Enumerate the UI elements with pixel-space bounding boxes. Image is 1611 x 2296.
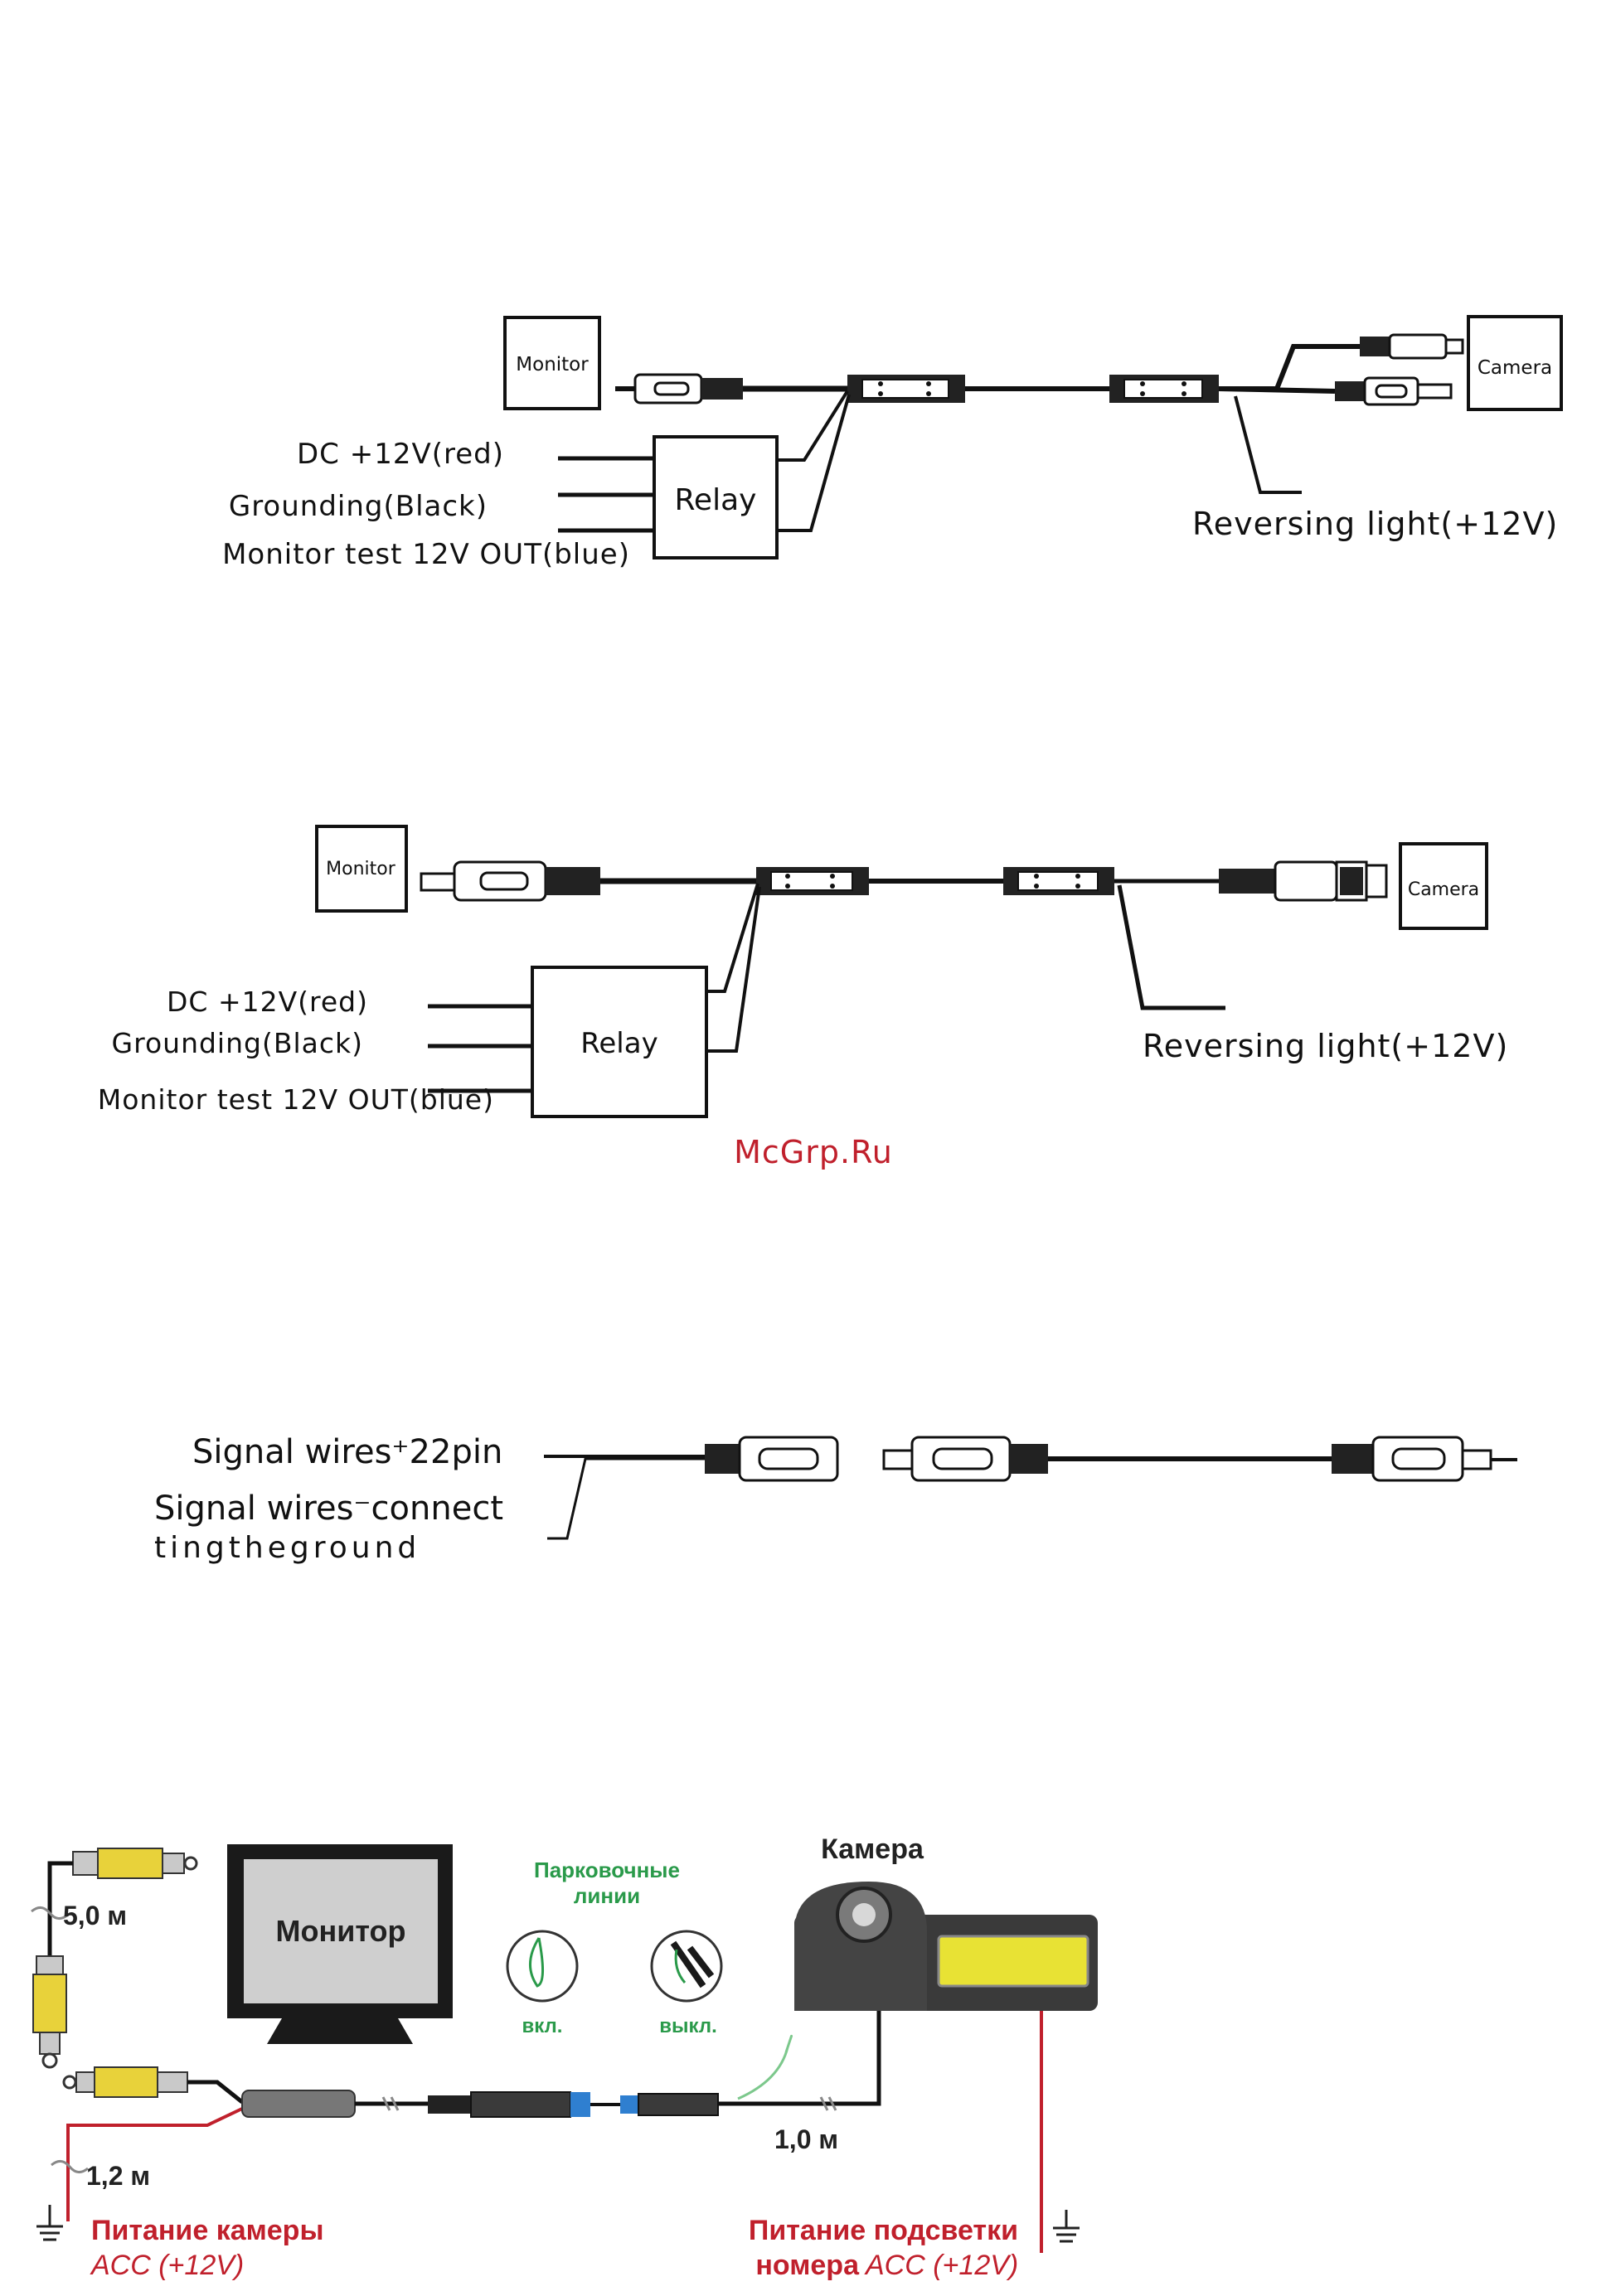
coupler-right (1109, 375, 1219, 403)
diagram-1: Monitor Camera (222, 315, 1563, 571)
parking-on-icon (506, 1930, 579, 2003)
parking-wire-green (737, 2035, 793, 2100)
camera-illustration: Камера (794, 1833, 1098, 2011)
cable-rca (187, 2080, 244, 2104)
rca-plug-monitor (615, 373, 743, 404)
coupler-left (756, 867, 869, 895)
power-light-label-2a: номера (755, 2250, 860, 2281)
coupler-left (847, 375, 965, 403)
plug-camera-bottom (1335, 376, 1453, 406)
connector-middle (882, 1436, 1048, 1482)
cable-camera (718, 2011, 881, 2106)
len-10-label: 1,0 м (774, 2124, 838, 2154)
splitter-body (241, 2090, 356, 2118)
len-5-label: 5,0 м (63, 1901, 127, 1930)
test-label: Monitor test 12V OUT(blue) (98, 1083, 494, 1116)
cable-5m (47, 1861, 73, 1956)
test-label: Monitor test 12V OUT(blue) (222, 538, 630, 571)
monitor-box (503, 316, 601, 410)
power-cam-label-2: ACC (+12V) (90, 2250, 244, 2281)
wire-relay-2 (706, 886, 761, 1053)
monitor-label: Monitor (516, 354, 589, 375)
wire-relay-2 (777, 394, 851, 532)
relay-label: Relay (675, 483, 757, 517)
camera-label: Camera (1408, 879, 1479, 900)
signal-minus-label-2: tingtheground (154, 1531, 420, 1565)
monitor-label: Монитор (276, 1914, 406, 1948)
camera-label: Camera (1478, 357, 1552, 379)
off-label: выкл. (659, 2015, 716, 2037)
parking-label-2: линии (574, 1883, 640, 1908)
relay-box (531, 966, 708, 1118)
ground-label: Grounding(Black) (229, 490, 488, 523)
plug-camera-top (1360, 333, 1464, 360)
rca-vertical (32, 1955, 67, 2069)
rca-horizontal (62, 2066, 188, 2098)
len-12-label: 1,2 м (86, 2161, 150, 2191)
signal-plus-label: Signal wires⁺22pin (192, 1433, 502, 1471)
monitor-illustration: Монитор (227, 1844, 453, 2044)
rca-plug-monitor (420, 860, 600, 902)
power-light-label-2b: ACC (+12V) (864, 2250, 1018, 2281)
wire-signal-minus (547, 1457, 705, 1540)
dc-label: DC +12V(red) (167, 986, 368, 1018)
parking-label-1: Парковочные (534, 1858, 680, 1882)
wire-reversing (1234, 395, 1302, 494)
inline-connector (428, 2091, 719, 2118)
wire-relay-1 (706, 883, 759, 993)
parking-off-icon (650, 1930, 723, 2003)
reversing-label: Reversing light(+12V) (1143, 1028, 1508, 1064)
diagram-4: Монитор Камера Парковочные линии вкл. вы… (31, 1833, 1098, 2281)
camera-box (1467, 315, 1563, 411)
diagram-2: Monitor Camera (98, 825, 1508, 1118)
coupler-right (1003, 867, 1114, 895)
rca-top (72, 1848, 198, 1879)
camera-label: Камера (821, 1833, 924, 1865)
wire-relay-1 (777, 390, 849, 462)
camera-box (1399, 842, 1488, 930)
cable-power-red (66, 2107, 243, 2221)
signal-minus-label-1: Signal wires⁻connect (154, 1489, 503, 1528)
on-label: вкл. (522, 2015, 563, 2037)
wire-reversing (1117, 884, 1225, 1010)
relay-label: Relay (580, 1027, 658, 1060)
reversing-label: Reversing light(+12V) (1192, 506, 1558, 542)
power-cam-label-1: Питание камеры (91, 2215, 323, 2246)
power-light-label-1: Питание подсветки (749, 2215, 1018, 2246)
connector-female (705, 1436, 839, 1482)
camera-connector (1219, 860, 1388, 902)
ground-symbol-left (36, 2205, 63, 2241)
ground-label: Grounding(Black) (112, 1027, 363, 1059)
monitor-label: Monitor (326, 859, 396, 879)
dc-label: DC +12V(red) (297, 438, 504, 471)
ground-symbol-right (1053, 2210, 1080, 2243)
relay-box (653, 435, 779, 559)
connector-end (1332, 1436, 1517, 1482)
monitor-box (315, 825, 408, 913)
watermark-text: McGrp.Ru (734, 1134, 893, 1170)
diagram-3: Signal wires⁺22pin Signal wires⁻connect … (154, 1433, 1517, 1565)
wire-camera-bottom (1218, 386, 1336, 394)
